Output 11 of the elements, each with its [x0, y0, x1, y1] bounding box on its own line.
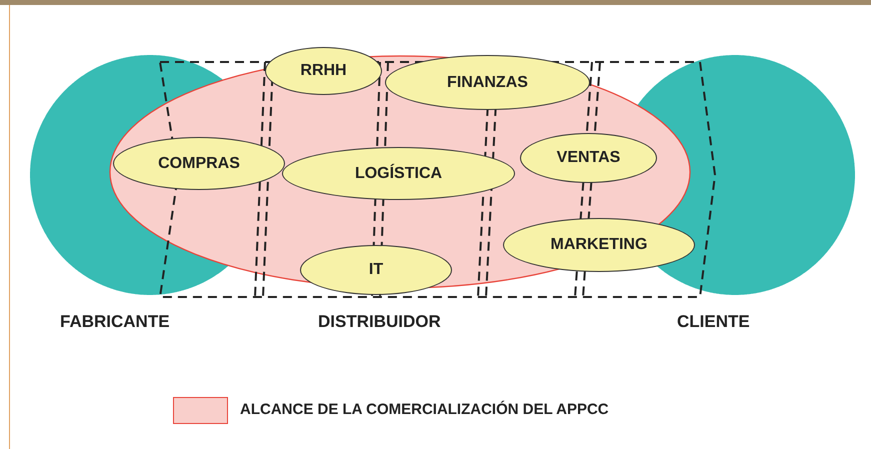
- legend-label: ALCANCE DE LA COMERCIALIZACIÓN DEL APPCC: [240, 401, 609, 418]
- node-label: FABRICANTE: [60, 312, 170, 332]
- node-label: LOGÍSTICA: [354, 164, 442, 182]
- node-label: IT: [368, 261, 384, 279]
- node-label: MARKETING: [550, 236, 648, 254]
- node-label: CLIENTE: [677, 312, 750, 332]
- region-label: DISTRIBUIDOR: [318, 312, 441, 332]
- node-label: VENTAS: [556, 149, 620, 167]
- node-label: FINANZAS: [447, 74, 528, 92]
- node-label: RRHH: [300, 62, 347, 80]
- node-label: COMPRAS: [158, 154, 240, 172]
